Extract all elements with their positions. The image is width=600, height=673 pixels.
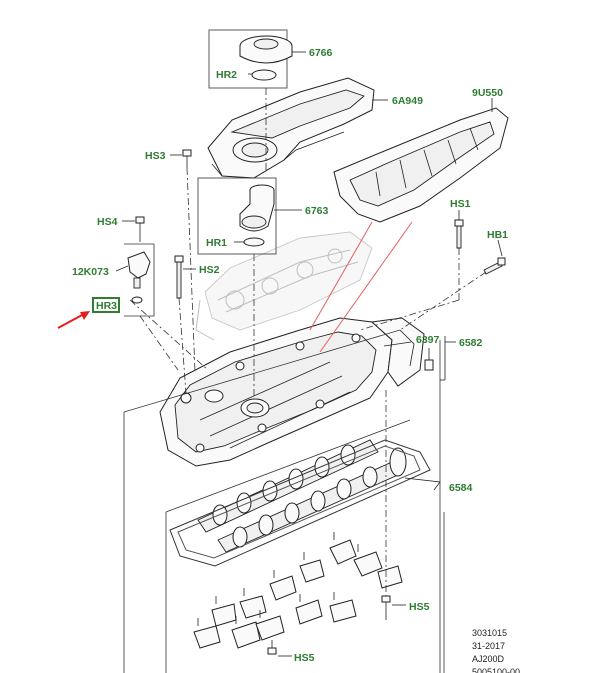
callout-12k073: 12K073 [72,266,109,278]
callout-hs1: HS1 [450,198,471,210]
callout-hr2: HR2 [216,69,237,81]
callout-hr1: HR1 [206,237,227,249]
reference-line-4: 5005100-00 [472,667,520,673]
camshaft-cover-6582 [159,317,425,467]
frame-lines [123,329,445,673]
bolt-hs5-right [381,595,406,620]
callout-6763: 6763 [305,205,329,217]
red-pointer-arrow [57,311,90,329]
callout-hs5-right: HS5 [409,601,430,613]
callout-hb1: HB1 [487,229,508,241]
reference-line-3: AJ200D [472,654,505,664]
leader-lines [383,336,456,381]
oil-filler-adaptor-6763 [197,177,302,255]
callout-hr-highlighted: HR3 [96,300,117,312]
bolt-hs5-bottom [267,640,292,657]
callout-hs2: HS2 [199,264,220,276]
reference-line-2: 31-2017 [472,641,505,651]
callout-6397: 6397 [416,334,440,346]
bearing-caps [193,532,403,649]
reference-line-1: 3031015 [472,628,507,638]
red-indicator-lines [309,221,413,353]
acoustic-cover-9u550 [333,98,509,223]
callout-6584: 6584 [449,482,473,494]
drawing-reference: 3031015 31-2017 AJ200D 5005100-00 [472,628,520,673]
callout-9u550: 9U550 [472,87,503,99]
bolt-hb1 [483,239,506,275]
camshaft-sensor-12k073 [115,243,155,317]
callout-6582: 6582 [459,337,483,349]
callout-hs4: HS4 [97,216,118,228]
bolt-hs3 [170,149,192,168]
seal-6397 [424,348,434,371]
engine-cover-6a949 [207,77,388,179]
bolt-hs1 [454,210,464,249]
assembly-lines [129,88,487,596]
callout-6766: 6766 [309,47,333,59]
bolt-hs2 [174,255,196,299]
oil-filler-cap-6766 [208,29,306,89]
highlight-box [92,297,120,313]
callout-hs5-bottom: HS5 [294,652,315,664]
callout-6a949: 6A949 [392,95,423,107]
callout-hs3: HS3 [145,150,166,162]
bolt-hs4 [122,216,145,242]
